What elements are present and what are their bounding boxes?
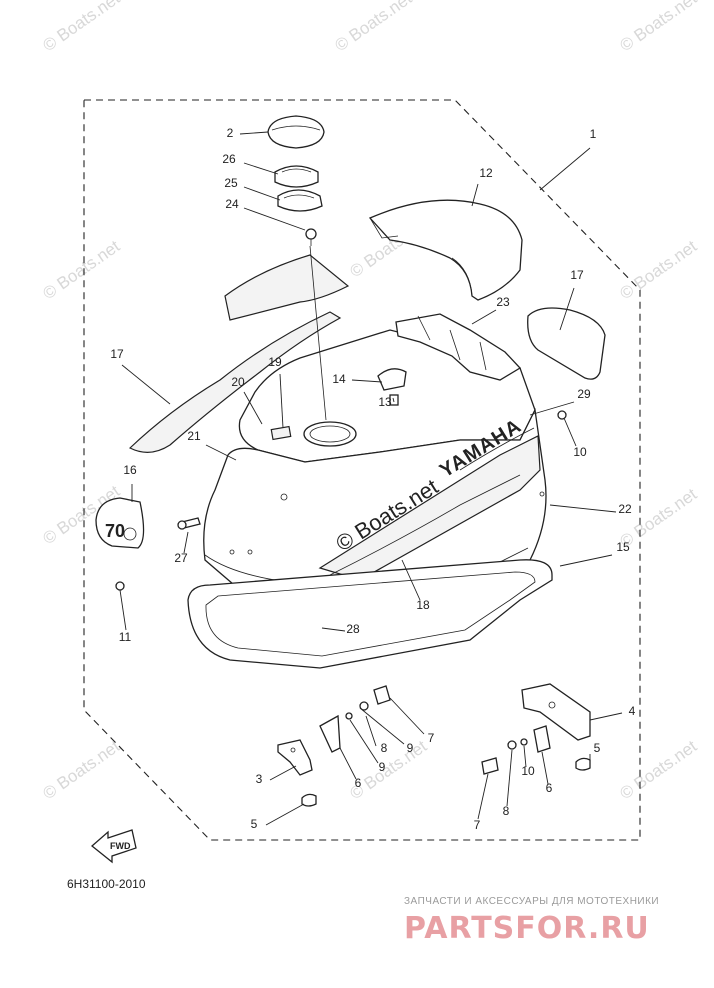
callout-9: 9 xyxy=(407,741,414,755)
top-cowling: YAMAHA © Boats.net xyxy=(203,245,547,606)
stripe-decal-29 xyxy=(224,254,350,321)
leader-line xyxy=(321,627,346,632)
watermark-text: © Boats.net xyxy=(39,236,123,303)
watermark-text: © Boats.net xyxy=(39,736,123,803)
callout-5: 5 xyxy=(594,741,601,755)
bracket-right xyxy=(481,683,591,775)
leader-line xyxy=(349,719,379,764)
callout-18: 18 xyxy=(416,598,430,612)
drawing-code: 6H31100-2010 xyxy=(67,877,146,891)
leader-line xyxy=(477,773,489,820)
emblem-model-text: 70 xyxy=(105,521,125,541)
callout-21: 21 xyxy=(187,429,201,443)
leader-line xyxy=(471,309,497,325)
callout-11: 11 xyxy=(119,630,132,644)
callout-17: 17 xyxy=(570,268,584,282)
screws-left xyxy=(115,410,567,591)
callout-19: 19 xyxy=(268,355,282,369)
stripe-decal-17-left xyxy=(128,311,342,453)
model-emblem: 70 xyxy=(95,497,145,549)
callout-6: 6 xyxy=(546,781,553,795)
callout-2: 2 xyxy=(227,126,234,140)
callout-1: 1 xyxy=(590,127,597,141)
callout-3: 3 xyxy=(256,772,263,786)
leader-line xyxy=(563,417,577,447)
leader-line xyxy=(243,186,281,201)
watermark-text: © Boats.net xyxy=(346,736,430,803)
callout-5: 5 xyxy=(251,817,258,831)
callout-7: 7 xyxy=(428,731,435,745)
leader-line xyxy=(265,803,305,826)
leader-line xyxy=(279,373,284,429)
leader-line xyxy=(359,707,405,745)
leader-line xyxy=(243,391,263,425)
leader-line xyxy=(559,287,575,331)
seal-part xyxy=(527,307,606,380)
leader-line xyxy=(119,589,127,631)
callout-10: 10 xyxy=(573,445,587,459)
leader-line xyxy=(559,554,613,567)
callout-6: 6 xyxy=(355,776,362,790)
grommet-assembly xyxy=(267,115,325,246)
leader-line xyxy=(541,751,549,785)
leader-line xyxy=(506,749,513,807)
leader-lines xyxy=(119,131,623,826)
callout-22: 22 xyxy=(618,502,632,516)
callout-27: 27 xyxy=(174,551,188,565)
callout-17: 17 xyxy=(110,347,124,361)
watermark-text: © Boats.net xyxy=(616,0,700,55)
leader-line xyxy=(351,379,383,383)
leader-line xyxy=(205,444,237,461)
leader-line xyxy=(471,183,479,207)
bottom-seal-14 xyxy=(187,559,553,669)
callout-8: 8 xyxy=(381,741,388,755)
leader-line xyxy=(239,131,269,135)
watermark-text: © Boats.net xyxy=(616,236,700,303)
callout-16: 16 xyxy=(123,463,137,477)
callout-20: 20 xyxy=(231,375,245,389)
callout-23: 23 xyxy=(496,295,510,309)
air-duct-cover xyxy=(368,199,523,301)
leader-line xyxy=(523,745,527,768)
callout-26: 26 xyxy=(222,152,236,166)
leader-line xyxy=(539,147,591,191)
leader-line xyxy=(183,531,189,554)
watermark-text: © Boats.net xyxy=(331,0,415,55)
callout-10: 10 xyxy=(521,764,535,778)
callout-7: 7 xyxy=(474,818,481,832)
leader-line xyxy=(365,715,377,747)
leader-line xyxy=(401,559,421,601)
callout-15: 15 xyxy=(616,540,630,554)
callout-14: 14 xyxy=(332,372,346,386)
leader-line xyxy=(243,207,306,231)
leader-line xyxy=(339,747,357,780)
watermark-text: © Boats.net xyxy=(616,736,700,803)
fwd-arrow-label: FWD xyxy=(110,841,131,851)
leader-line xyxy=(392,397,395,403)
callout-25: 25 xyxy=(224,176,238,190)
callout-24: 24 xyxy=(225,197,239,211)
callout-12: 12 xyxy=(479,166,493,180)
bracket-left xyxy=(277,685,391,807)
leader-line xyxy=(589,712,623,721)
callout-8: 8 xyxy=(503,804,510,818)
leader-line xyxy=(121,364,171,405)
brand-tagline: ЗАПЧАСТИ И АКСЕССУАРЫ ДЛЯ МОТОТЕХНИКИ xyxy=(404,896,659,907)
fwd-arrow-icon: FWD xyxy=(90,829,137,864)
leader-line xyxy=(549,504,617,513)
leader-line xyxy=(389,697,425,735)
callout-29: 29 xyxy=(577,387,591,401)
leader-line xyxy=(529,401,575,416)
callout-13: 13 xyxy=(378,395,392,409)
watermark-text: © Boats.net xyxy=(39,0,123,55)
callout-4: 4 xyxy=(629,704,636,718)
brand-logo: PARTSFOR.RU xyxy=(404,911,650,946)
callout-28: 28 xyxy=(346,622,360,636)
leader-line xyxy=(269,765,297,781)
leader-line xyxy=(243,162,279,175)
callout-9: 9 xyxy=(379,760,386,774)
